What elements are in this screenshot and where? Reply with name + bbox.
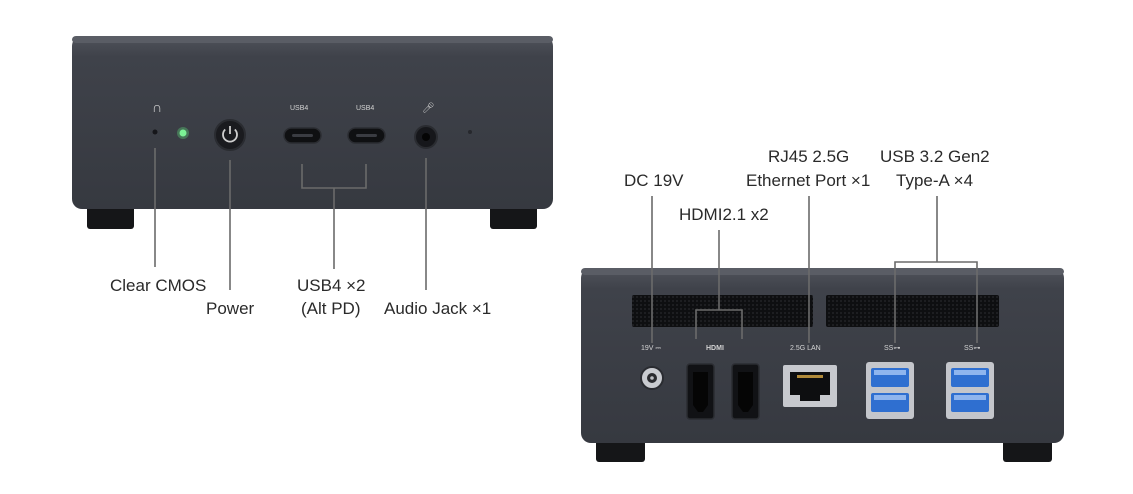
hdmi-port-label: HDMI: [706, 345, 724, 352]
hdmi-port-2[interactable]: [731, 363, 760, 420]
rear-chassis-edge: [581, 268, 1064, 275]
vent-left: [632, 295, 813, 327]
power-icon: [222, 128, 238, 143]
power-led-core: [179, 129, 187, 137]
rear-unit: 19V ⎓ HDMI 2.5G LAN SS⊶ SS⊶: [581, 268, 1064, 462]
front-callout-lines: [154, 148, 427, 290]
callout-power: Power: [206, 299, 255, 318]
power-button[interactable]: [214, 119, 246, 151]
front-foot-left: [87, 205, 134, 229]
rear-foot-left: [596, 437, 645, 462]
callout-usb-line1: USB 3.2 Gen2: [880, 147, 990, 166]
usb-a-stack-1[interactable]: [866, 362, 914, 419]
front-pinhole: [468, 130, 472, 134]
dc-port-label: 19V ⎓: [641, 345, 661, 352]
lan-port-label: 2.5G LAN: [790, 345, 821, 352]
callout-dc: DC 19V: [624, 171, 684, 190]
usb-a-stack-2[interactable]: [946, 362, 994, 419]
callout-usb4-line1: USB4 ×2: [297, 276, 366, 295]
headset-icon: 🎤︎: [422, 102, 435, 114]
vent-right: [826, 295, 999, 327]
rear-foot-right: [1003, 437, 1052, 462]
hdmi-port-1[interactable]: [686, 363, 715, 420]
callout-rj45-line2: Ethernet Port ×1: [746, 171, 870, 190]
callout-usb4-line2: (Alt PD): [301, 299, 361, 318]
clear-cmos-icon: ∩: [152, 99, 162, 115]
callout-usb-line2: Type-A ×4: [896, 171, 973, 190]
callout-clear-cmos: Clear CMOS: [110, 276, 206, 295]
usb-ss-label-b: SS⊶: [964, 345, 980, 352]
rj45-port[interactable]: [783, 365, 837, 407]
front-foot-right: [490, 205, 537, 229]
front-unit: ∩ USB4 USB4 🎤︎: [72, 36, 553, 229]
callout-hdmi: HDMI2.1 x2: [679, 205, 769, 224]
usb-ss-label-a: SS⊶: [884, 345, 900, 352]
callout-rj45-line1: RJ45 2.5G: [768, 147, 849, 166]
clear-cmos-hole[interactable]: [152, 129, 158, 135]
front-chassis-edge: [72, 36, 553, 43]
front-chassis: [72, 36, 553, 209]
callout-audio-jack: Audio Jack ×1: [384, 299, 491, 318]
usb4-port-label-b: USB4: [356, 105, 374, 112]
rear-callout-lines: [651, 196, 978, 343]
usb4-port-label-a: USB4: [290, 105, 308, 112]
